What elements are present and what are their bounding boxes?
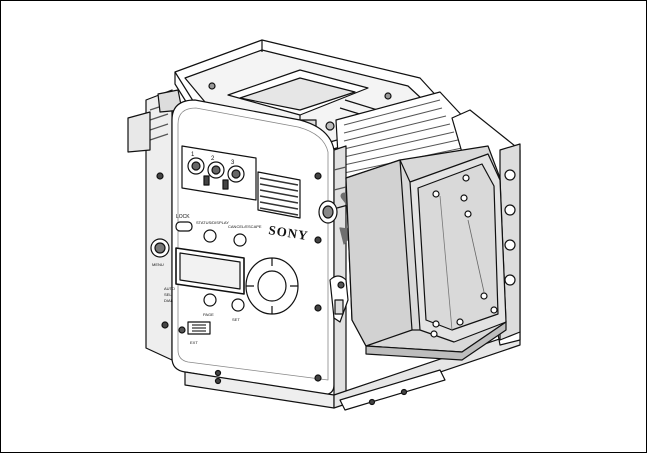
release-knob[interactable] — [318, 200, 349, 224]
status-display-button[interactable] — [203, 229, 217, 243]
side-label-auto: AUTO — [164, 286, 175, 291]
adaptor-unit — [345, 145, 507, 361]
knob-label-3: 3 — [231, 160, 235, 166]
brand-logo: SONY — [268, 222, 310, 243]
side-latch[interactable] — [329, 275, 349, 323]
lcd-display — [175, 247, 245, 295]
face-screws — [156, 172, 322, 382]
status-display-label: STATUS/DISPLAY — [196, 220, 229, 225]
cancel-escape-label: CANCEL/ESCAPE — [228, 224, 262, 229]
control-buttons — [150, 221, 247, 312]
side-label-dial: DIAL — [164, 298, 174, 303]
menu-label: MENU — [152, 262, 164, 267]
knob-label-1: 1 — [191, 152, 195, 158]
bottom-label: EXT — [190, 340, 198, 345]
knob-label-2: 2 — [211, 156, 215, 162]
vent-grille — [257, 171, 301, 219]
cancel-escape-button[interactable] — [233, 233, 247, 247]
knob-panel — [181, 145, 257, 201]
side-label-sel: SEL — [164, 292, 172, 297]
page-label: PAGE — [203, 312, 214, 317]
set-button[interactable] — [231, 298, 245, 312]
bottom-connector — [178, 321, 211, 335]
page-button[interactable] — [203, 293, 217, 307]
set-label: SET — [232, 317, 240, 322]
lock-switch[interactable] — [175, 221, 193, 232]
lock-label: LOCK — [176, 214, 190, 220]
jog-dial[interactable] — [245, 257, 299, 315]
